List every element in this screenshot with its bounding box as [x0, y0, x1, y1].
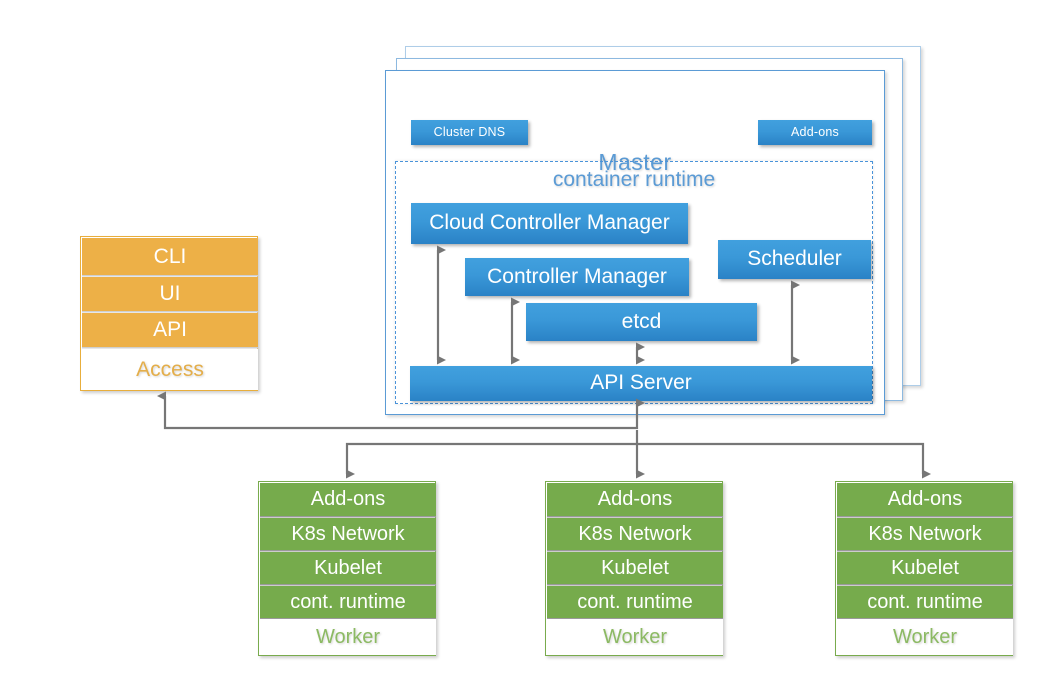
master-title: Master [598, 149, 672, 175]
worker-1-bar-cont-runtime[interactable]: cont. runtime [260, 586, 436, 618]
worker-1-bar-kubelet[interactable]: Kubelet [260, 552, 436, 584]
worker-2-bar-kubelet[interactable]: Kubelet [547, 552, 723, 584]
worker-3-footer-label: Worker [837, 619, 1013, 655]
worker-3-bar-add-ons[interactable]: Add-ons [837, 483, 1013, 516]
worker-3-bar-kubelet[interactable]: Kubelet [837, 552, 1013, 584]
component-controller-manager[interactable]: Controller Manager [465, 258, 689, 296]
component-scheduler[interactable]: Scheduler [718, 240, 871, 279]
access-bar-ui[interactable]: UI [82, 277, 258, 311]
container-runtime-title: container runtime [552, 168, 716, 191]
component-etcd[interactable]: etcd [526, 303, 757, 341]
access-bar-cli[interactable]: CLI [82, 238, 258, 275]
worker-node-3: Add-ons K8s Network Kubelet cont. runtim… [835, 481, 1013, 656]
worker-2-footer-label: Worker [547, 619, 723, 655]
access-panel: CLI UI API Access [80, 236, 258, 391]
edge-apiserver-worker-3 [637, 442, 931, 479]
worker-1-bar-k8s-network[interactable]: K8s Network [260, 518, 436, 550]
worker-2-bar-k8s-network[interactable]: K8s Network [547, 518, 723, 550]
worker-2-bar-cont-runtime[interactable]: cont. runtime [547, 586, 723, 618]
component-api-server[interactable]: API Server [410, 366, 872, 401]
edge-apiserver-worker-1 [345, 442, 637, 479]
worker-2-bar-add-ons[interactable]: Add-ons [547, 483, 723, 516]
master-chip-cluster-dns[interactable]: Cluster DNS [411, 120, 528, 145]
worker-3-bar-k8s-network[interactable]: K8s Network [837, 518, 1013, 550]
worker-node-1: Add-ons K8s Network Kubelet cont. runtim… [258, 481, 436, 656]
worker-node-2: Add-ons K8s Network Kubelet cont. runtim… [545, 481, 723, 656]
worker-1-bar-add-ons[interactable]: Add-ons [260, 483, 436, 516]
worker-1-footer-label: Worker [260, 619, 436, 655]
access-footer-label: Access [82, 349, 258, 390]
master-chip-add-ons[interactable]: Add-ons [758, 120, 872, 145]
component-cloud-controller-manager[interactable]: Cloud Controller Manager [411, 203, 688, 244]
worker-3-bar-cont-runtime[interactable]: cont. runtime [837, 586, 1013, 618]
access-bar-api[interactable]: API [82, 313, 258, 347]
